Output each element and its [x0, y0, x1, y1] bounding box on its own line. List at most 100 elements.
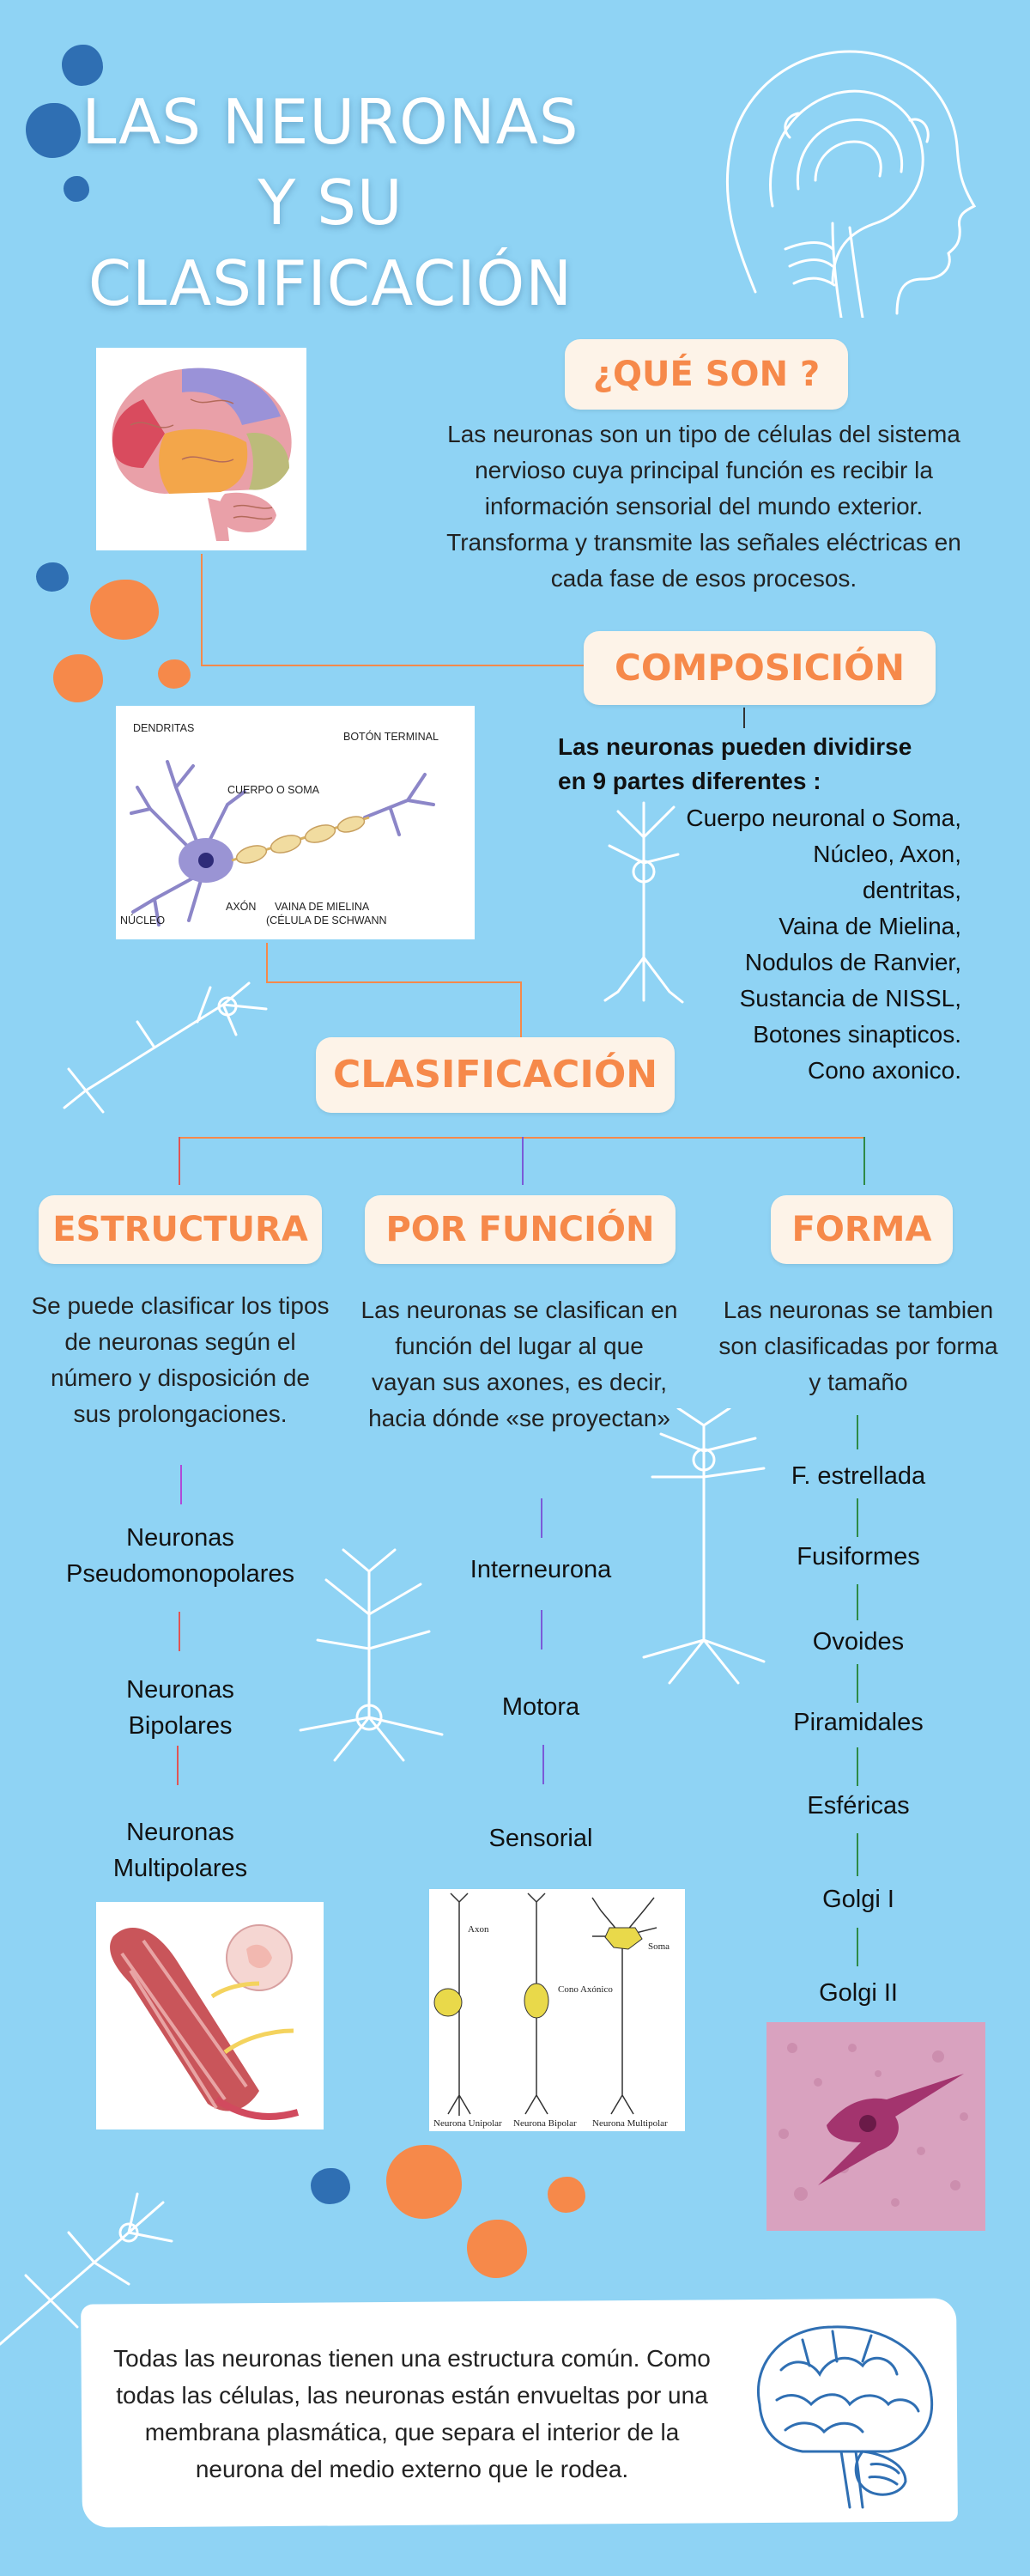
- estructura-heading: ESTRUCTURA: [39, 1195, 322, 1264]
- diagram-label-cuerpo: CUERPO O SOMA: [227, 784, 320, 796]
- por-funcion-item: Motora: [501, 1693, 580, 1721]
- golgi-cell-image: [766, 2022, 985, 2231]
- forma-heading: FORMA: [771, 1195, 953, 1264]
- composicion-part: Núcleo, Axon,: [813, 841, 961, 867]
- connector-line: [857, 1928, 858, 1966]
- connector-line: [542, 1745, 544, 1784]
- decorative-blob: [53, 654, 103, 702]
- connector-line: [179, 1612, 180, 1651]
- diagram-label-multipolar: Neurona Multipolar: [592, 2118, 668, 2129]
- por-funcion-heading: POR FUNCIÓN: [365, 1195, 676, 1264]
- footer-text: Todas las neuronas tienen una estructura…: [113, 2345, 711, 2482]
- forma-item: Piramidales: [793, 1709, 924, 1736]
- decorative-blob: [64, 176, 89, 202]
- decorative-blob: [158, 659, 191, 689]
- connector-line: [857, 1747, 858, 1786]
- connector-line: [857, 1833, 858, 1876]
- decorative-blob: [36, 562, 69, 592]
- neuron-diagram: DENDRITAS BOTÓN TERMINAL CUERPO O SOMA A…: [116, 706, 475, 939]
- diagram-label-vaina-2: (CÉLULA DE SCHWANN: [266, 914, 387, 927]
- estructura-text: Se puede clasificar los tipos de neurona…: [31, 1292, 330, 1427]
- composicion-parts-list: Cuerpo neuronal o Soma, Núcleo, Axon, de…: [652, 800, 961, 1089]
- diagram-label-cono: Cono Axónico: [558, 1984, 613, 1995]
- neuron-types-diagram: Neurona Unipolar Neurona Bipolar Neurona…: [429, 1889, 685, 2131]
- diagram-label-boton: BOTÓN TERMINAL: [343, 730, 439, 743]
- composicion-part: Cuerpo neuronal o Soma,: [686, 805, 961, 831]
- decorative-blob: [311, 2168, 350, 2204]
- diagram-label-unipolar: Neurona Unipolar: [433, 2118, 502, 2129]
- brain-outline-icon: [757, 2325, 934, 2509]
- connector-line: [743, 708, 745, 728]
- forma-item: Esféricas: [807, 1792, 910, 1820]
- decorative-blob: [62, 45, 103, 86]
- por-funcion-item: Sensorial: [488, 1825, 593, 1852]
- title-line-1: LAS NEURONAS: [82, 86, 579, 158]
- composicion-part: Sustancia de NISSL,: [739, 985, 961, 1012]
- title-line-2: Y SU: [258, 167, 403, 239]
- composicion-heading: COMPOSICIÓN: [584, 631, 936, 705]
- por-funcion-text: Las neuronas se clasifican en función de…: [360, 1297, 678, 1431]
- neuron-outline-icon: [642, 1408, 766, 1685]
- diagram-label-axon: Axon: [468, 1924, 489, 1935]
- decorative-blob: [90, 580, 159, 640]
- connector-line: [857, 1415, 858, 1449]
- connector-line: [857, 1664, 858, 1703]
- composicion-intro: Las neuronas pueden dividirse en 9 parte…: [558, 730, 961, 799]
- forma-text: Las neuronas se tambien son clasificadas…: [718, 1297, 998, 1395]
- decorative-blob: [386, 2145, 462, 2219]
- estructura-item: Neuronas Multipolares: [30, 1814, 330, 1886]
- connector-line: [857, 1498, 858, 1537]
- estructura-item-line: Pseudomonopolares: [65, 1560, 294, 1588]
- decorative-blob: [26, 103, 81, 158]
- composicion-part: dentritas,: [862, 877, 961, 903]
- estructura-item-line: Neuronas: [126, 1819, 234, 1846]
- decorative-blob: [467, 2220, 527, 2278]
- que-son-text: Las neuronas son un tipo de células del …: [446, 421, 961, 592]
- diagram-label-dendritas: DENDRITAS: [133, 722, 194, 734]
- connector-line: [179, 1137, 180, 1185]
- diagram-label-bipolar: Neurona Bipolar: [513, 2118, 577, 2129]
- forma-item: F. estrellada: [791, 1462, 926, 1490]
- connector-line: [180, 1465, 182, 1504]
- connector-line: [266, 943, 268, 982]
- composicion-part: Cono axonico.: [807, 1057, 961, 1084]
- nerve-fiber-image: [96, 1902, 324, 2129]
- estructura-item-line: Bipolares: [128, 1712, 233, 1740]
- estructura-item: Neuronas Bipolares: [30, 1672, 330, 1744]
- connector-line: [541, 1498, 542, 1538]
- diagram-label-soma: Soma: [648, 1941, 670, 1952]
- connector-line: [541, 1610, 542, 1649]
- composicion-intro-line-1: Las neuronas pueden dividirse: [558, 733, 912, 760]
- composicion-part: Vaina de Mielina,: [779, 913, 961, 939]
- decorative-blob: [548, 2177, 585, 2213]
- diagram-label-vaina-1: VAINA DE MIELINA: [275, 901, 370, 913]
- diagram-label-axon: AXÓN: [226, 900, 256, 913]
- brain-image: [96, 348, 306, 550]
- neuron-outline-icon: [603, 801, 684, 1004]
- connector-line: [201, 665, 585, 666]
- connector-line: [177, 1746, 179, 1785]
- connector-line: [201, 554, 203, 665]
- connector-line: [522, 1137, 524, 1185]
- neuron-outline-icon: [0, 2192, 173, 2346]
- title-line-3: CLASIFICACIÓN: [88, 247, 573, 319]
- neuron-outline-icon: [299, 1548, 444, 1762]
- forma-item: Golgi II: [819, 1979, 898, 2007]
- neuron-outline-icon: [63, 981, 268, 1114]
- estructura-item-line: Neuronas: [126, 1676, 234, 1704]
- estructura-item-line: Neuronas: [126, 1524, 234, 1552]
- por-funcion-item: Interneurona: [470, 1556, 612, 1583]
- estructura-item: Neuronas Pseudomonopolares: [30, 1520, 330, 1592]
- head-outline-icon: [725, 50, 977, 318]
- composicion-part: Botones sinapticos.: [753, 1021, 961, 1048]
- composicion-part: Nodulos de Ranvier,: [744, 949, 961, 975]
- estructura-item-line: Multipolares: [112, 1855, 248, 1882]
- diagram-label-nucleo: NÚCLEO: [120, 914, 165, 927]
- forma-item: Golgi I: [822, 1886, 894, 1913]
- que-son-heading: ¿QUÉ SON ?: [565, 339, 848, 410]
- forma-item: Ovoides: [812, 1628, 905, 1656]
- composicion-intro-line-2: en 9 partes diferentes :: [558, 768, 821, 794]
- forma-item: Fusiformes: [797, 1543, 920, 1571]
- page-title: LAS NEURONAS Y SU CLASIFICACIÓN: [52, 82, 609, 324]
- connector-line: [266, 981, 522, 983]
